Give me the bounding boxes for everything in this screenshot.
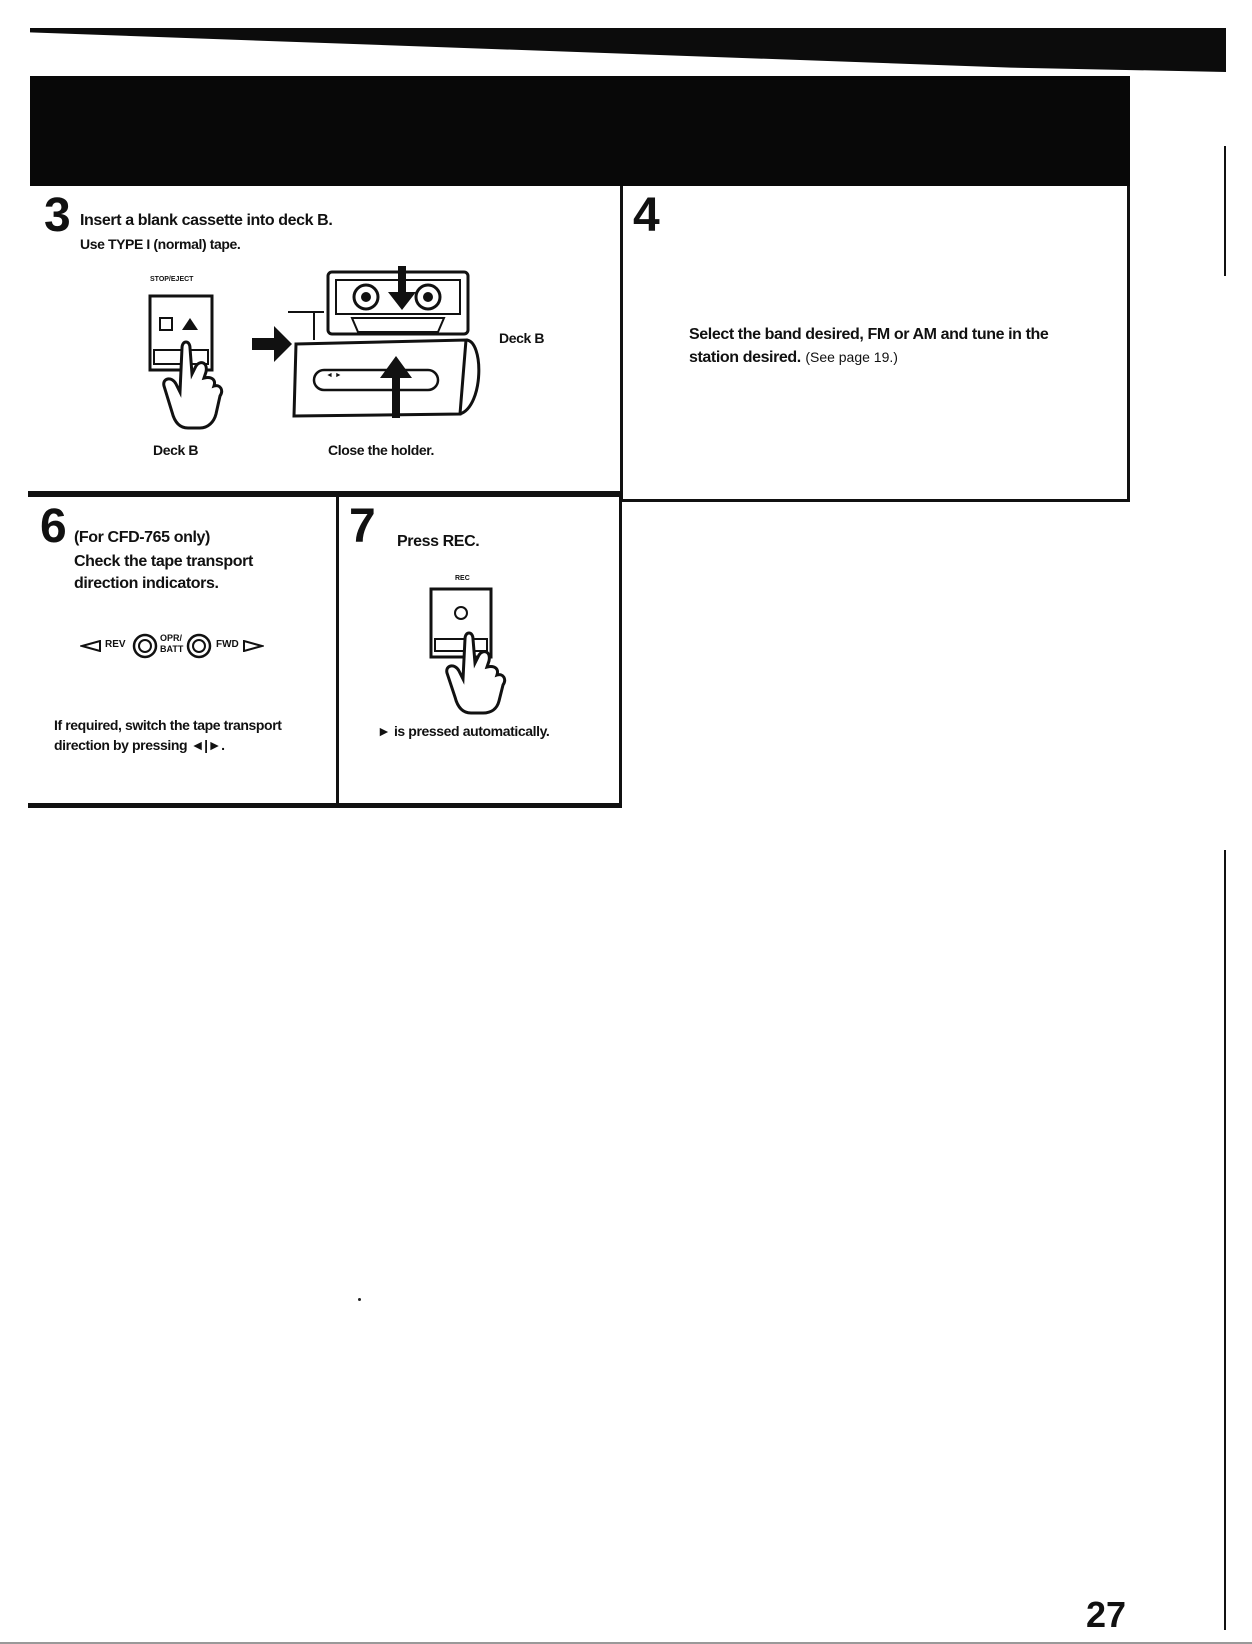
step-6-title-1: (For CFD-765 only)	[74, 529, 210, 546]
rec-button-illustration	[429, 587, 507, 715]
step-3-panel: 3 Insert a blank cassette into deck B. U…	[28, 186, 623, 494]
step-subtitle: Use TYPE I (normal) tape.	[80, 236, 241, 252]
cassette-window-label: ◄ ►	[326, 372, 342, 379]
direction-indicators: REV OPR/ BATT FWD	[80, 631, 300, 661]
right-margin-rule	[1224, 146, 1226, 276]
right-margin-rule	[1224, 850, 1226, 1630]
caption-deck-b: Deck B	[153, 442, 199, 458]
step-4-note: (See page 19.)	[805, 349, 898, 365]
rev-arrow-icon	[80, 640, 101, 652]
step-7-title: Press REC.	[397, 533, 480, 550]
step-number: 4	[633, 189, 660, 242]
fwd-lamp-icon	[186, 633, 212, 659]
step-4-text: Select the band desired, FM or AM and tu…	[689, 324, 1099, 369]
opr-label: OPR/	[160, 633, 183, 643]
rev-label: REV	[105, 639, 126, 650]
step-6-title-2: Check the tape transport direction indic…	[74, 553, 253, 592]
fwd-arrow-icon	[243, 640, 264, 652]
stop-eject-label: STOP/EJECT	[150, 276, 194, 283]
step-7-note: ► is pressed automatically.	[377, 723, 550, 739]
rec-label: REC	[455, 575, 470, 582]
step-7-panel: 7 Press REC. REC ► is pressed automatica…	[336, 494, 622, 808]
step-6-panel: 6 (For CFD-765 only) Check the tape tran…	[28, 494, 340, 808]
right-arrow-icon	[252, 326, 292, 362]
stop-eject-button-illustration	[148, 294, 224, 430]
fwd-label: FWD	[216, 639, 239, 650]
rev-lamp-icon	[132, 633, 158, 659]
top-rule	[30, 28, 1226, 72]
caption-close-holder: Close the holder.	[328, 442, 434, 458]
step-4-panel: 4 Select the band desired, FM or AM and …	[620, 186, 1130, 502]
step-number: 3	[44, 189, 71, 242]
step-title: Insert a blank cassette into deck B.	[80, 212, 333, 229]
step-number: 6	[40, 500, 67, 553]
bottom-edge-line	[0, 1642, 1252, 1644]
header-band	[30, 76, 1130, 188]
batt-label: BATT	[160, 644, 184, 654]
cassette-deck-illustration	[288, 266, 481, 418]
step-4-instruction: Select the band desired, FM or AM and tu…	[689, 326, 1049, 366]
step-6-note: If required, switch the tape transport d…	[54, 717, 282, 753]
deck-b-label: Deck B	[499, 330, 545, 346]
speck	[358, 1298, 361, 1301]
page-number: 27	[1086, 1594, 1127, 1635]
step-number: 7	[349, 500, 376, 553]
